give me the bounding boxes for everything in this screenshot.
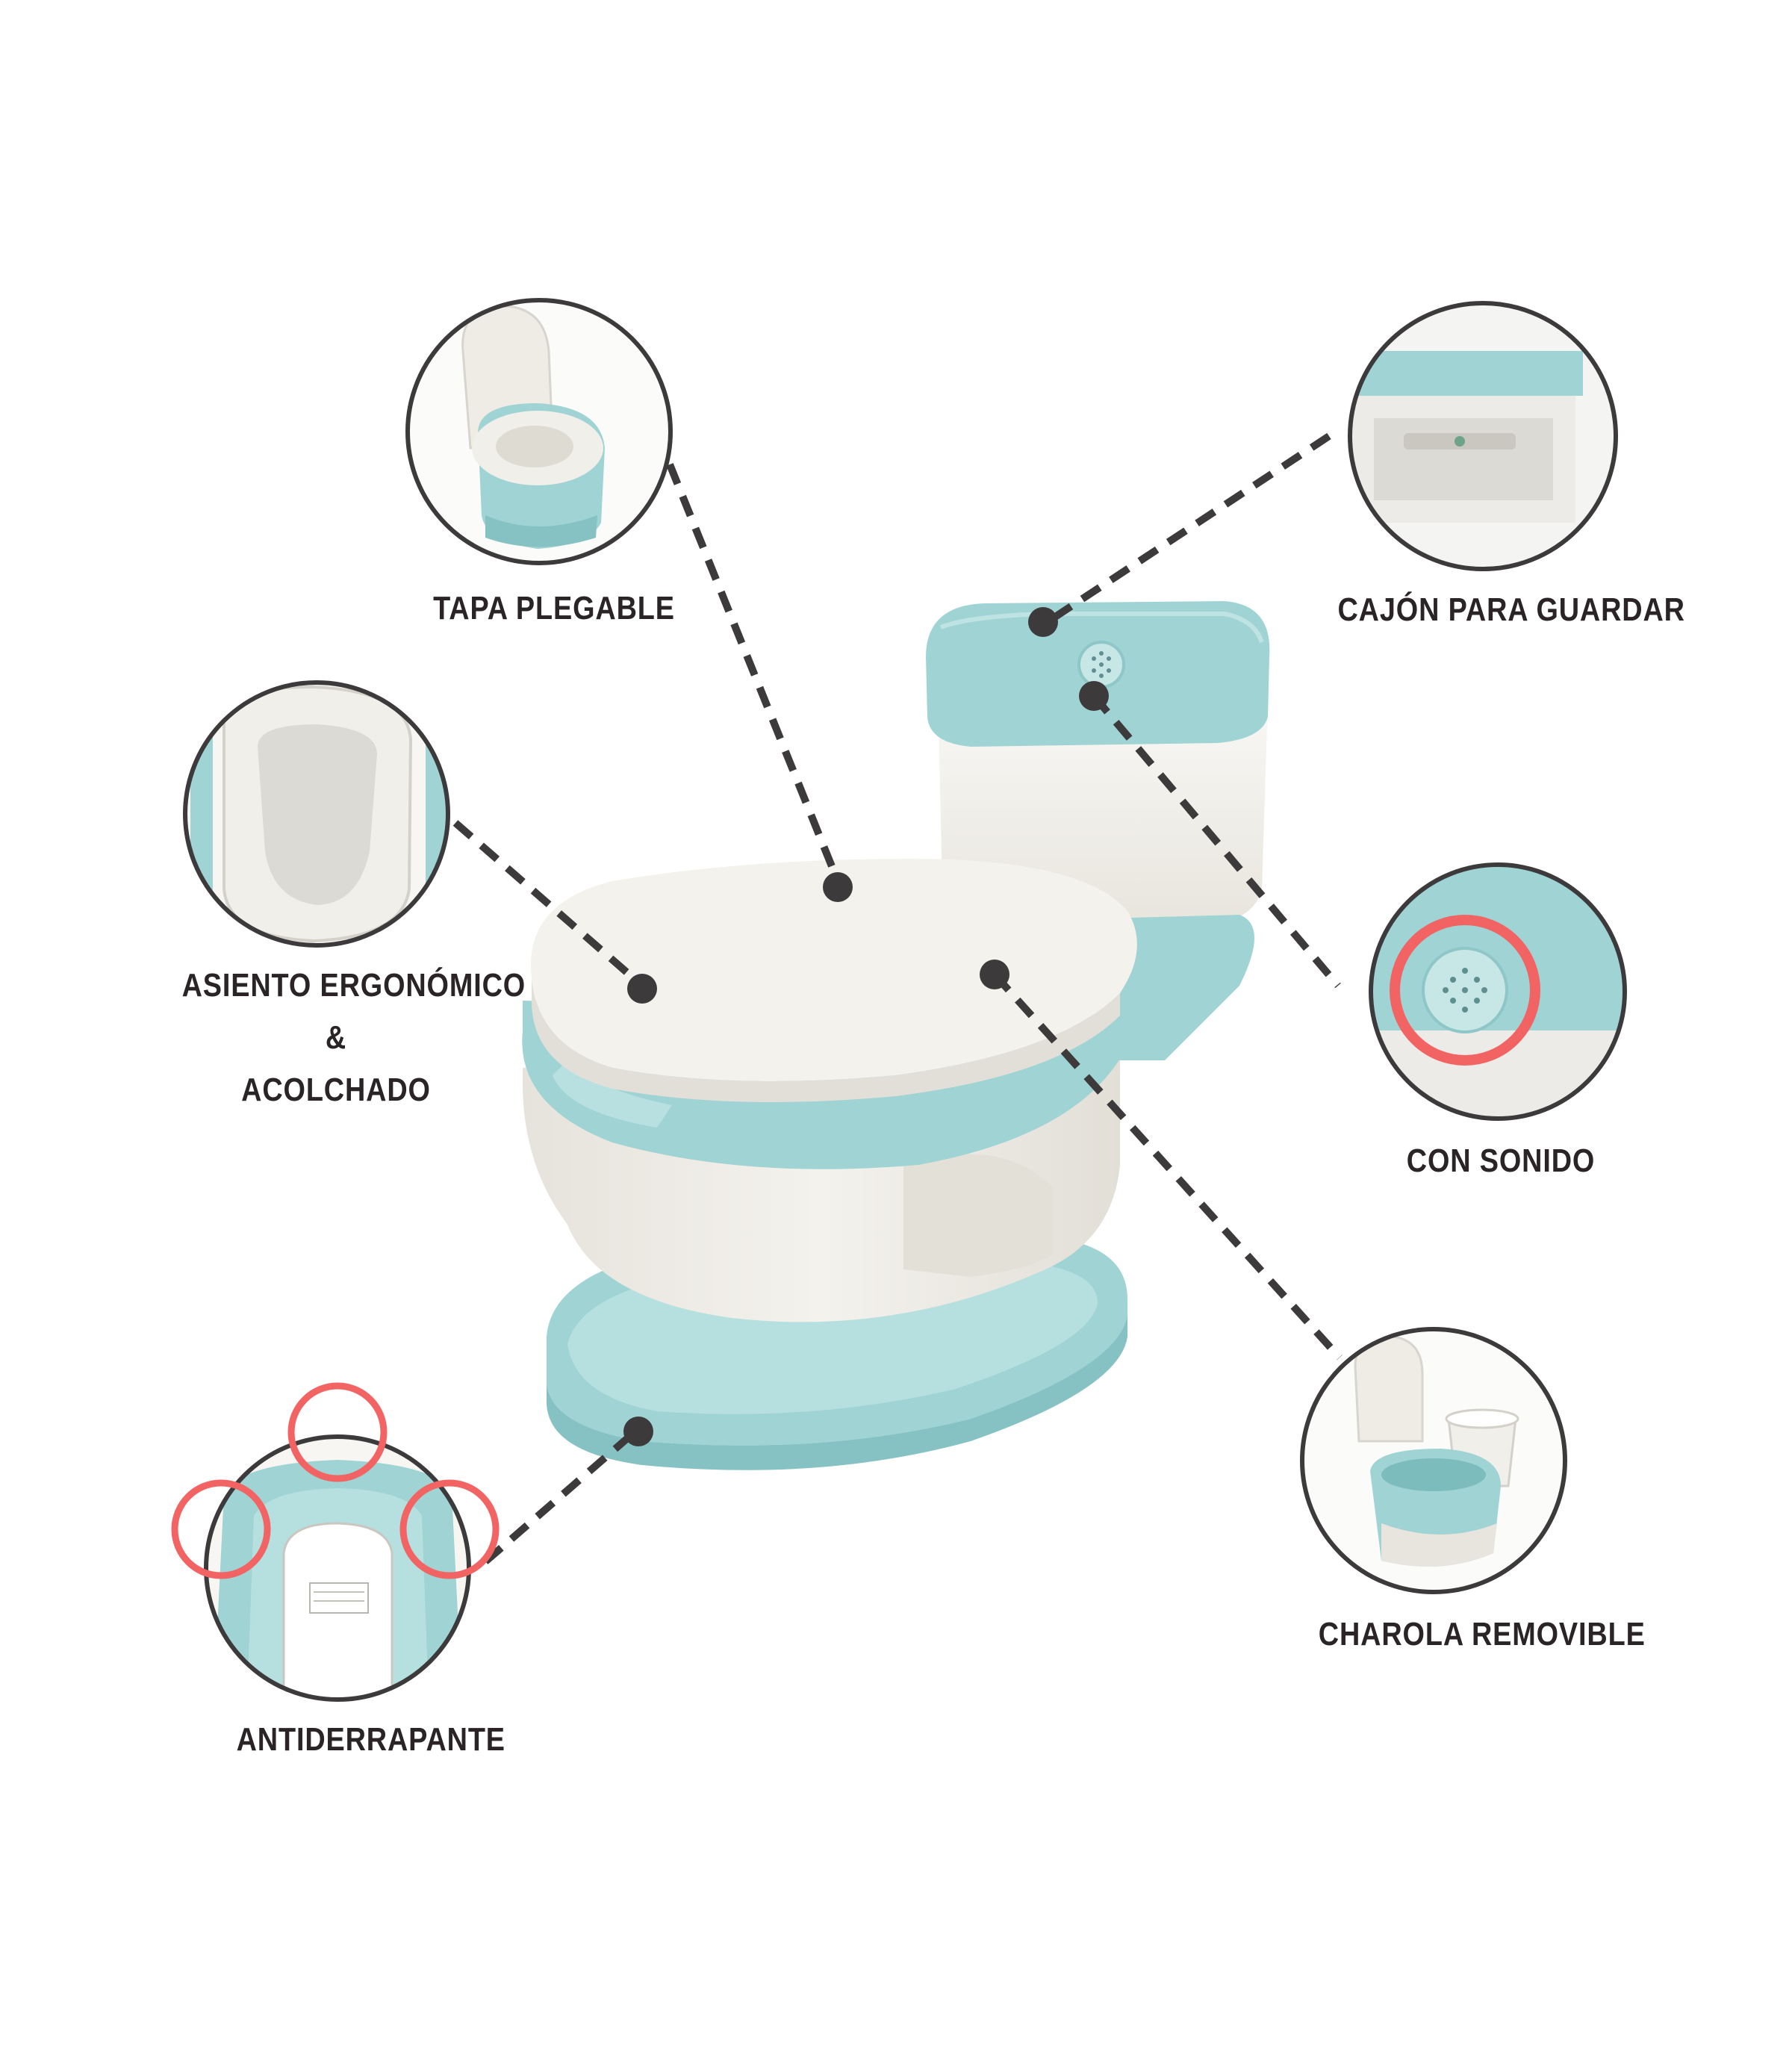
detail-circle-cajon — [1348, 301, 1618, 571]
label-antiderrapante: ANTIDERRAPANTE — [236, 1721, 505, 1758]
dot-tapa — [823, 872, 853, 902]
label-asiento-line-2: & — [325, 1019, 347, 1056]
label-tapa-plegable: TAPA PLEGABLE — [433, 590, 675, 626]
dot-antiderrapante — [623, 1417, 653, 1446]
label-asiento-line-3: ACOLCHADO — [241, 1072, 431, 1108]
detail-circle-charola — [1300, 1327, 1567, 1594]
detail-circle-sonido — [1369, 862, 1627, 1121]
callout-dots — [623, 607, 1109, 1446]
dot-charola — [980, 960, 1009, 989]
detail-circle-asiento — [183, 680, 450, 948]
label-con-sonido: CON SONIDO — [1406, 1142, 1596, 1179]
highlight-ring-left — [171, 1479, 271, 1579]
dot-sonido — [1079, 681, 1109, 711]
potty-toilet-image — [522, 601, 1270, 1470]
detail-circle-antiderrapante — [171, 1382, 500, 1702]
label-asiento-ergonomico: ASIENTO ERGONÓMICO & ACOLCHADO — [181, 960, 526, 1116]
highlight-ring-top — [287, 1382, 388, 1482]
dot-cajon — [1028, 607, 1058, 637]
label-asiento-line-1: ASIENTO ERGONÓMICO — [181, 967, 526, 1004]
label-charola-removible: CHAROLA REMOVIBLE — [1318, 1616, 1646, 1652]
label-cajon-para-guardar: CAJÓN PARA GUARDAR — [1337, 591, 1685, 628]
callout-lines — [452, 432, 1343, 1571]
highlight-ring-sonido — [1390, 915, 1540, 1066]
dot-asiento — [627, 974, 657, 1004]
highlight-ring-right — [399, 1479, 500, 1579]
detail-circle-tapa — [405, 298, 673, 565]
